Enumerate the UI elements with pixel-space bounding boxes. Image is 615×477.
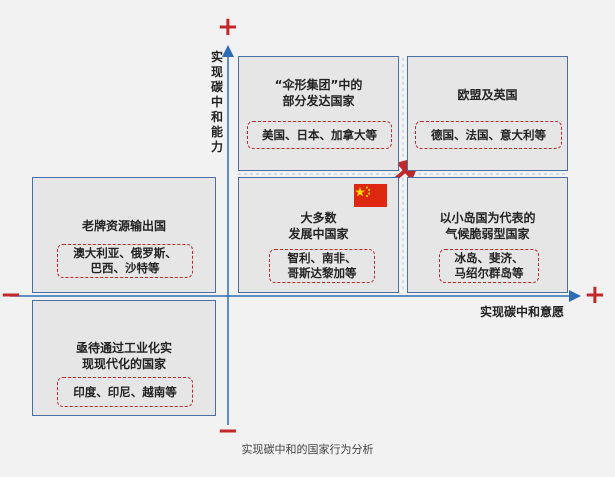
quadrant-title: 以小岛国为代表的 气候脆弱型国家 [439,211,536,241]
quadrant-title: “伞形集团”中的 部分发达国家 [274,78,363,108]
x-axis-label: 实现碳中和意愿 [480,305,565,319]
country-examples: 印度、印尼、越南等 [57,377,193,407]
quadrant-mid-center: 大多数 发展中国家 智利、南非、 哥斯达黎加等 [238,177,399,293]
figure-caption: 实现碳中和的国家行为分析 [241,443,374,456]
country-examples: 智利、南非、 哥斯达黎加等 [269,249,375,283]
y-minus-sign: − [217,416,239,446]
quadrant-mid-left: 老牌资源输出国 澳大利亚、俄罗斯、 巴西、沙特等 [32,177,216,293]
quadrant-top-center: “伞形集团”中的 部分发达国家 美国、日本、加拿大等 [238,56,399,171]
quadrant-title: 老牌资源输出国 [81,219,166,233]
country-examples: 德国、法国、意大利等 [415,121,562,149]
country-examples: 美国、日本、加拿大等 [247,121,392,149]
y-axis-label: 实现碳中和能力 [210,50,223,154]
y-plus-sign: + [217,12,239,42]
quadrant-top-right: 欧盟及英国 德国、法国、意大利等 [407,56,568,171]
country-examples: 澳大利亚、俄罗斯、 巴西、沙特等 [57,244,193,278]
quadrant-title: 欧盟及英国 [457,88,518,102]
x-plus-sign: + [584,280,606,310]
quadrant-bottom-left: 亟待通过工业化实 现现代化的国家 印度、印尼、越南等 [32,300,216,416]
quadrant-title: 亟待通过工业化实 现现代化的国家 [75,341,172,371]
quadrant-mid-right: 以小岛国为代表的 气候脆弱型国家 冰岛、斐济、 马绍尔群岛等 [407,177,568,293]
x-minus-sign: − [0,280,22,310]
quadrant-title: 大多数 发展中国家 [288,211,349,241]
country-examples: 冰岛、斐济、 马绍尔群岛等 [439,249,539,283]
